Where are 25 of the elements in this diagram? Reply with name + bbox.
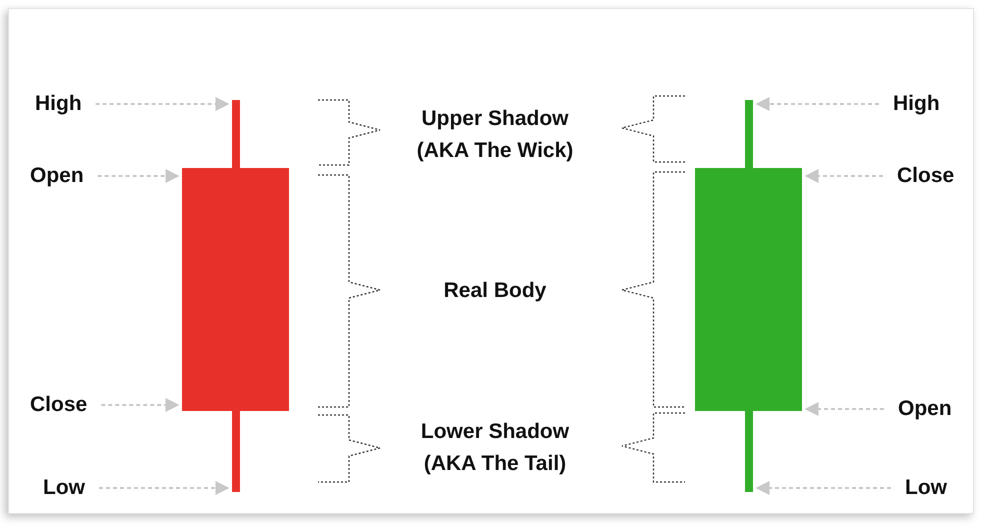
candle-body	[695, 168, 802, 411]
price-label: High	[35, 92, 82, 116]
dashed-arrow	[804, 402, 884, 416]
dashed-arrow	[99, 481, 230, 495]
price-label: Low	[43, 476, 85, 500]
price-label: Low	[905, 476, 947, 500]
section-label: Real Body	[442, 278, 548, 304]
dashed-arrow	[756, 481, 891, 495]
candle-wick	[232, 100, 240, 168]
section-label: Upper Shadow (AKA The Wick)	[416, 106, 574, 164]
dashed-arrow	[804, 169, 883, 183]
dashed-arrow	[96, 97, 230, 111]
candle-wick	[745, 100, 753, 168]
candle-body	[182, 168, 289, 411]
dashed-arrow	[756, 97, 879, 111]
price-label: Open	[30, 164, 84, 188]
price-label: High	[893, 92, 940, 116]
price-label: Close	[30, 393, 88, 417]
candle-wick	[232, 411, 240, 492]
candle-wick	[745, 411, 753, 492]
dashed-arrow	[101, 398, 180, 412]
section-label: Lower Shadow (AKA The Tail)	[420, 419, 570, 477]
price-label: Close	[897, 164, 954, 188]
dashed-arrow	[98, 169, 180, 183]
price-label: Open	[898, 397, 952, 421]
